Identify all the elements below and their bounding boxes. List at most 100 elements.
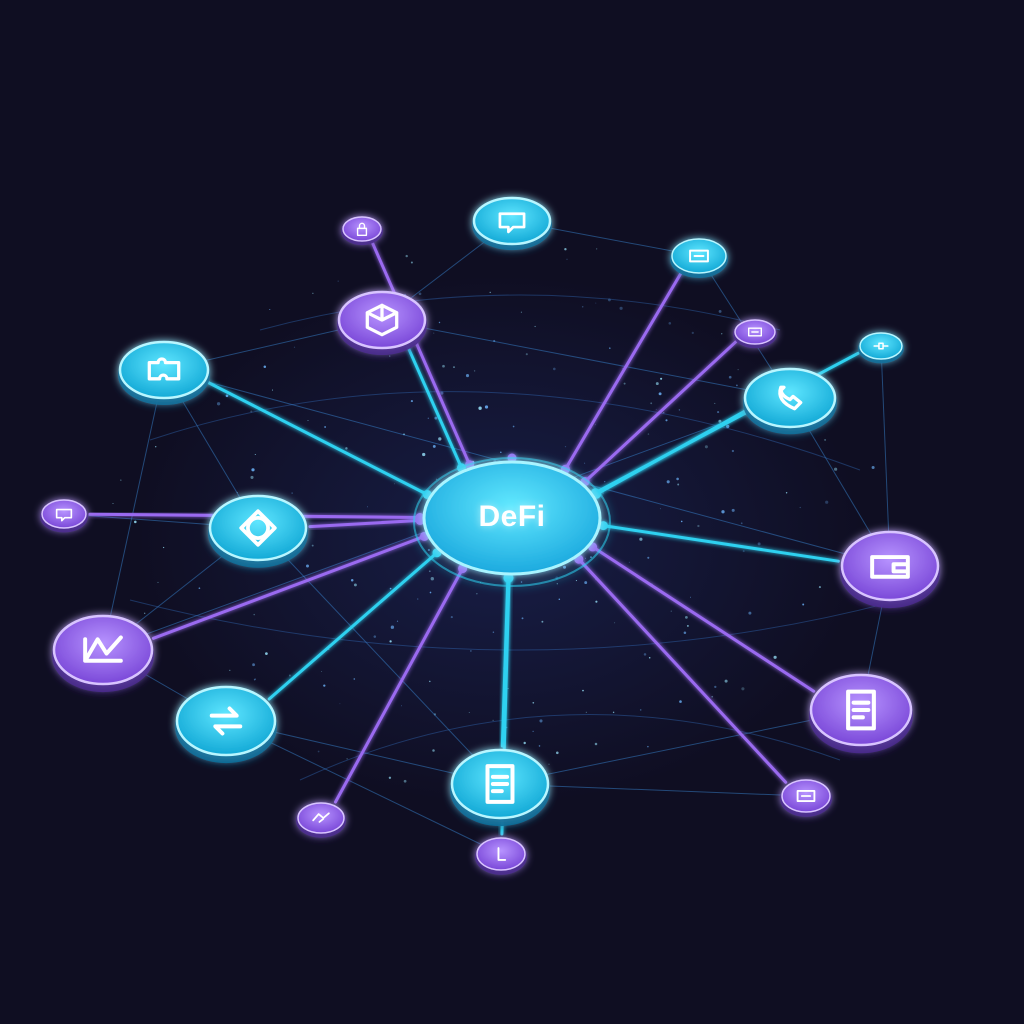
nodes-layer bbox=[40, 196, 940, 875]
node-cyan-farright-small[interactable] bbox=[858, 332, 904, 364]
particle-dot bbox=[686, 624, 689, 627]
particle-dot bbox=[532, 701, 535, 704]
particle-dot bbox=[442, 364, 445, 368]
particle-dot bbox=[410, 400, 413, 403]
user-icon bbox=[497, 847, 507, 861]
particle-dot bbox=[594, 742, 598, 746]
node-purple-farleft-small[interactable] bbox=[40, 499, 88, 533]
spoke-line bbox=[563, 271, 683, 471]
particle-dot bbox=[584, 557, 586, 559]
particle-dot bbox=[659, 508, 661, 510]
particle-dot bbox=[596, 248, 598, 250]
mesh-line bbox=[225, 720, 502, 855]
particle-dot bbox=[721, 510, 725, 514]
particle-dot bbox=[741, 687, 745, 691]
node-purple-right-big[interactable] bbox=[840, 530, 940, 609]
particle-dot bbox=[650, 402, 653, 405]
particle-dot bbox=[585, 711, 587, 713]
particle-dot bbox=[680, 520, 683, 523]
particle-dot bbox=[802, 603, 805, 606]
particle-dot bbox=[430, 577, 434, 581]
particle-dot bbox=[120, 479, 122, 481]
node-purple-bottom-small[interactable] bbox=[475, 837, 527, 875]
particle-dot bbox=[871, 465, 875, 470]
particle-dot bbox=[647, 745, 649, 748]
node-purple-left-big[interactable] bbox=[52, 614, 154, 693]
particle-dot bbox=[500, 451, 502, 453]
spoke-line bbox=[267, 551, 439, 701]
particle-dot bbox=[401, 705, 402, 707]
particle-dot bbox=[590, 556, 592, 558]
particle-dot bbox=[492, 631, 495, 633]
node-purple-lowerright[interactable] bbox=[809, 673, 913, 754]
spoke-endpoint bbox=[504, 573, 514, 583]
particle-dot bbox=[291, 492, 293, 494]
node-purple-bottomright-small[interactable] bbox=[780, 779, 832, 817]
particle-dot bbox=[323, 684, 326, 687]
particle-dot bbox=[607, 298, 611, 302]
particle-dot bbox=[679, 700, 682, 703]
spoke-line bbox=[583, 340, 738, 483]
node-purple-topleft-small[interactable] bbox=[341, 216, 383, 246]
particle-dot bbox=[639, 537, 643, 541]
link-icon bbox=[873, 342, 889, 350]
hub-node[interactable] bbox=[413, 457, 611, 587]
ticket-icon bbox=[689, 249, 709, 263]
spoke-line bbox=[334, 567, 465, 804]
particle-dot bbox=[552, 367, 556, 371]
mesh-line bbox=[257, 527, 501, 785]
particle-dot bbox=[655, 382, 659, 386]
particle-dot bbox=[525, 353, 528, 356]
banknote-icon bbox=[796, 790, 816, 802]
particle-dot bbox=[403, 433, 405, 436]
particle-dot bbox=[389, 640, 392, 643]
mesh-arc bbox=[259, 294, 781, 331]
particle-dot bbox=[225, 394, 229, 398]
particle-dot bbox=[666, 480, 670, 484]
spoke-line bbox=[601, 524, 840, 563]
particle-dot bbox=[704, 445, 708, 449]
particle-dot bbox=[410, 261, 413, 264]
particle-dot bbox=[428, 570, 431, 573]
particle-dot bbox=[312, 292, 314, 294]
node-cyan-lowerleft[interactable] bbox=[175, 685, 277, 764]
particle-dot bbox=[339, 703, 341, 705]
particle-dot bbox=[345, 447, 348, 450]
particle-dot bbox=[737, 369, 739, 371]
node-cyan-phone[interactable] bbox=[743, 367, 837, 435]
particle-dot bbox=[740, 522, 743, 525]
particle-dot bbox=[321, 670, 323, 673]
particle-dot bbox=[198, 587, 201, 590]
particle-dot bbox=[269, 308, 271, 311]
spoke-endpoint bbox=[415, 515, 425, 525]
node-cyan-left[interactable] bbox=[118, 340, 210, 406]
node-purple-right-small[interactable] bbox=[733, 319, 777, 349]
node-cyan-midleft[interactable] bbox=[208, 494, 308, 568]
particle-dot bbox=[748, 611, 752, 615]
mesh-line bbox=[880, 345, 891, 567]
particle-dot bbox=[433, 332, 435, 334]
particle-dot bbox=[678, 409, 681, 411]
mesh-line bbox=[499, 709, 862, 785]
particle-dot bbox=[647, 433, 650, 435]
particle-dot bbox=[265, 652, 268, 655]
particle-dot bbox=[403, 779, 407, 783]
particle-dot bbox=[697, 524, 700, 528]
document-icon bbox=[846, 689, 876, 731]
node-purple-bottomleft-small[interactable] bbox=[296, 802, 346, 838]
particle-dot bbox=[422, 452, 426, 457]
spoke-line bbox=[595, 409, 747, 496]
particle-dot bbox=[324, 426, 326, 428]
particle-dot bbox=[254, 678, 256, 680]
node-cyan-top[interactable] bbox=[472, 196, 552, 251]
particle-dot bbox=[741, 737, 743, 739]
particle-dot bbox=[643, 653, 647, 656]
node-cyan-topright-small[interactable] bbox=[670, 238, 728, 279]
node-cyan-bottom[interactable] bbox=[450, 748, 550, 827]
particle-dot bbox=[685, 616, 688, 619]
particle-dot bbox=[433, 713, 437, 716]
node-purple-upper[interactable] bbox=[337, 290, 427, 356]
spoke-line bbox=[206, 381, 429, 496]
particle-dot bbox=[390, 625, 395, 629]
